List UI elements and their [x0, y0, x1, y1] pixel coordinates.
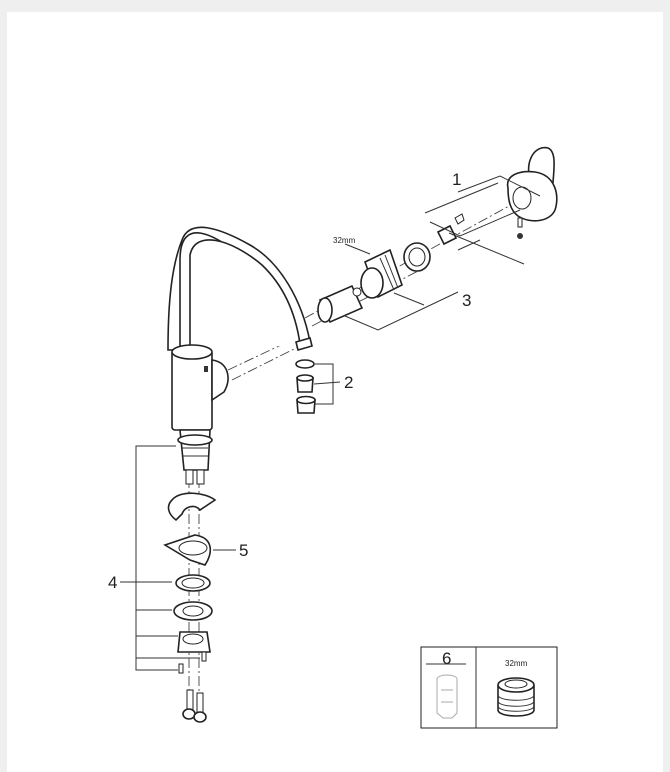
diagram-panel — [7, 12, 663, 772]
cartridge-icon — [497, 677, 535, 717]
spare-parts-inset: 6 32mm — [420, 646, 558, 729]
callout-4: 4 — [108, 573, 117, 592]
callout-5: 5 — [239, 541, 248, 560]
brand-mark-icon — [204, 366, 208, 372]
faucet-body — [167, 226, 313, 485]
callout-1: 1 — [452, 170, 461, 189]
callout-6: 6 — [442, 649, 451, 668]
cartridge-assembly — [317, 242, 431, 324]
aerator-parts — [295, 359, 316, 414]
hose-connector — [177, 429, 213, 485]
inset-size-label: 32mm — [505, 659, 528, 668]
cartridge-extension-icon — [436, 674, 458, 719]
cartridge-size-label: 32mm — [333, 236, 356, 245]
mounting-kit — [163, 492, 217, 723]
callout-2: 2 — [344, 373, 353, 392]
callout-3: 3 — [462, 291, 471, 310]
callout-leaders — [120, 175, 541, 671]
lever-handle — [436, 146, 558, 246]
